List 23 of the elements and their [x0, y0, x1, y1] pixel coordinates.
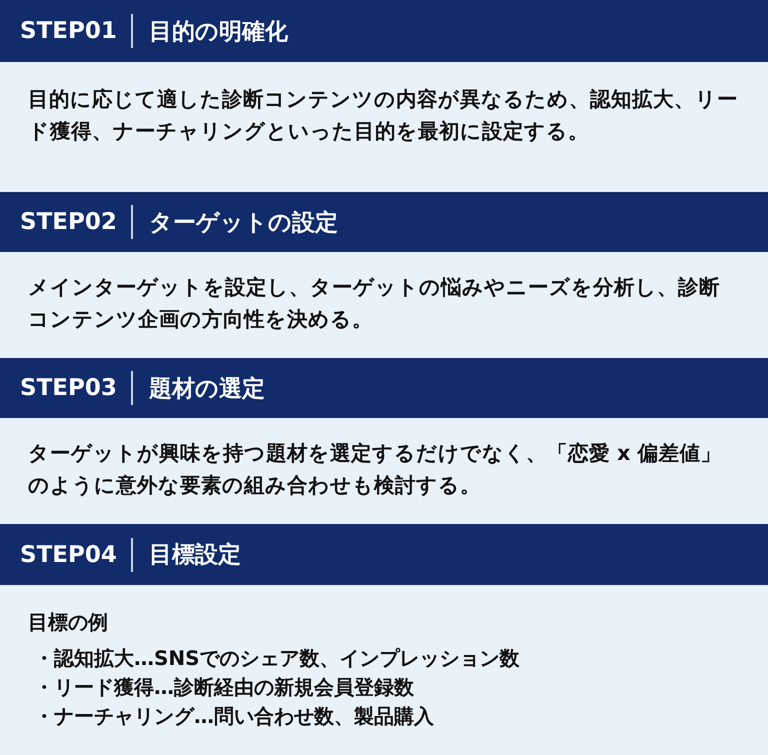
step-title: 目標設定	[148, 541, 241, 570]
list-item: ・認知拡大…SNSでのシェア数、インプレッション数	[34, 645, 521, 672]
list-item: ・リード獲得…診断経由の新規会員登録数	[34, 674, 415, 701]
list-item: ・ナーチャリング…問い合わせ数、製品購入	[34, 703, 435, 730]
step-number: STEP01	[20, 18, 118, 44]
step-description-panel	[0, 585, 768, 755]
description-text: 目的に応じて適した診断コンテンツの内容が異なるため、認知拡大、リード獲得、ナーチャリングといった目的を最初に設定する。	[28, 86, 739, 145]
step-description-panel	[0, 62, 768, 192]
step-description-panel	[0, 252, 768, 358]
step-number: STEP02	[20, 209, 118, 235]
step-header-band	[0, 0, 768, 62]
description-text: メインターゲットを設定し、ターゲットの悩みやニーズを分析し、診断コンテンツ企画の方向性を決める。	[28, 274, 721, 333]
step-description-panel	[0, 418, 768, 524]
step-header-band	[0, 524, 768, 585]
step-title: ターゲットの設定	[148, 208, 338, 238]
step-title: 題材の選定	[148, 374, 265, 404]
step-number: STEP04	[20, 542, 118, 568]
step-header-band	[0, 192, 768, 252]
step-header-band	[0, 358, 768, 418]
list-heading: 目標の例	[28, 609, 109, 636]
step-number: STEP03	[20, 375, 118, 401]
step-title: 目的の明確化	[148, 18, 288, 46]
description-text: ターゲットが興味を持つ題材を選定するだけでなく、「恋愛 x 偏差値」のように意外な要素の組み合わせも検討する。	[28, 440, 722, 499]
